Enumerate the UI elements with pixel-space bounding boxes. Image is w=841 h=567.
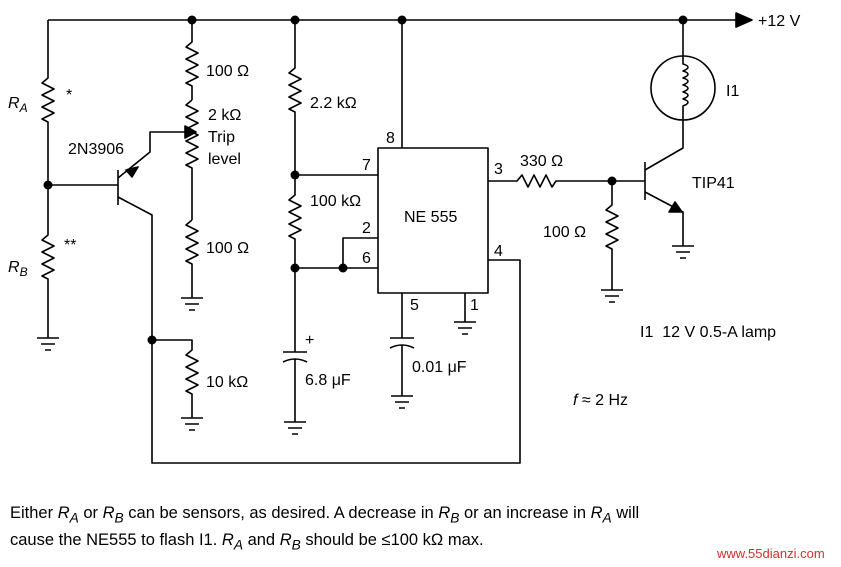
r-2k2-label: 2.2 kΩ	[310, 95, 357, 112]
r-330-label: 330 Ω	[520, 153, 563, 170]
r-bottom-resistor	[185, 219, 199, 292]
watermark: www.55dianzi.com	[717, 546, 825, 561]
pin-7: 7	[362, 157, 371, 174]
c-timing-label: 6.8 μF	[305, 372, 351, 389]
ne555-ic	[377, 147, 489, 294]
ra-mark: *	[66, 87, 72, 104]
c-timing-capacitor	[282, 268, 308, 415]
junctions	[43, 15, 688, 345]
r-100k-label: 100 kΩ	[310, 193, 361, 210]
caption: Either RA or RB can be sensors, as desir…	[10, 502, 810, 557]
pot-level-label: level	[208, 151, 241, 168]
ground-10k	[181, 410, 203, 431]
ra-resistor	[41, 20, 55, 185]
pin-6: 6	[362, 250, 371, 267]
transistor-2n3906	[117, 131, 188, 338]
reset-loop-wire	[151, 259, 521, 464]
r-10k-label: 10 kΩ	[206, 374, 248, 391]
r-100k-resistor	[288, 175, 302, 268]
r-top-label: 100 Ω	[206, 63, 249, 80]
lamp-note: I1 12 V 0.5-A lamp	[640, 324, 776, 341]
pin2-wire	[342, 237, 378, 268]
pin-3: 3	[494, 161, 503, 178]
lamp-label: I1	[726, 83, 739, 100]
collector-wire	[152, 339, 199, 410]
transistor-tip41	[644, 122, 684, 242]
ground-pin1	[454, 293, 476, 335]
ground-divider	[181, 292, 203, 311]
supply-arrow	[735, 12, 753, 28]
q1-emitter-arrow	[125, 166, 139, 178]
lamp-filament	[682, 58, 689, 122]
c-timing-plus: +	[305, 332, 314, 349]
r-330-resistor	[488, 174, 645, 188]
ra-label: RA	[8, 95, 28, 115]
pot-trip-label: Trip	[208, 129, 235, 146]
pot-2k-resistor	[185, 99, 199, 220]
r-2k2-resistor	[288, 20, 302, 175]
rb-mark: **	[64, 237, 76, 254]
q2-label: TIP41	[692, 175, 735, 192]
rb-resistor	[41, 185, 55, 330]
ground-base	[601, 285, 623, 303]
ic-label: NE 555	[404, 209, 457, 226]
rb-label: RB	[8, 259, 28, 279]
r-100-base-resistor	[605, 181, 619, 285]
pin-5: 5	[410, 297, 419, 314]
ground-ctiming	[284, 415, 306, 435]
ground-tip41	[672, 242, 694, 259]
caption-line-2: cause the NE555 to flash I1. RA and RB s…	[10, 531, 484, 553]
frequency-note: f ≈ 2 Hz	[573, 392, 628, 409]
c-ctrl-label: 0.01 μF	[412, 359, 467, 376]
pin-8: 8	[386, 130, 395, 147]
ground-cctrl	[391, 390, 413, 409]
ground-rb	[37, 330, 59, 351]
r-100-base-label: 100 Ω	[543, 224, 586, 241]
pot-value-label: 2 kΩ	[208, 107, 241, 124]
pin-2: 2	[362, 220, 371, 237]
pin-4: 4	[494, 243, 503, 260]
q2-emitter-arrow	[668, 201, 683, 213]
supply-label: +12 V	[758, 13, 801, 30]
r-top-resistor	[185, 20, 199, 100]
c-ctrl-capacitor	[389, 293, 415, 390]
q1-label: 2N3906	[68, 141, 124, 158]
pin-1: 1	[470, 297, 479, 314]
caption-line-1: Either RA or RB can be sensors, as desir…	[10, 504, 640, 526]
r-bottom-label: 100 Ω	[206, 240, 249, 257]
